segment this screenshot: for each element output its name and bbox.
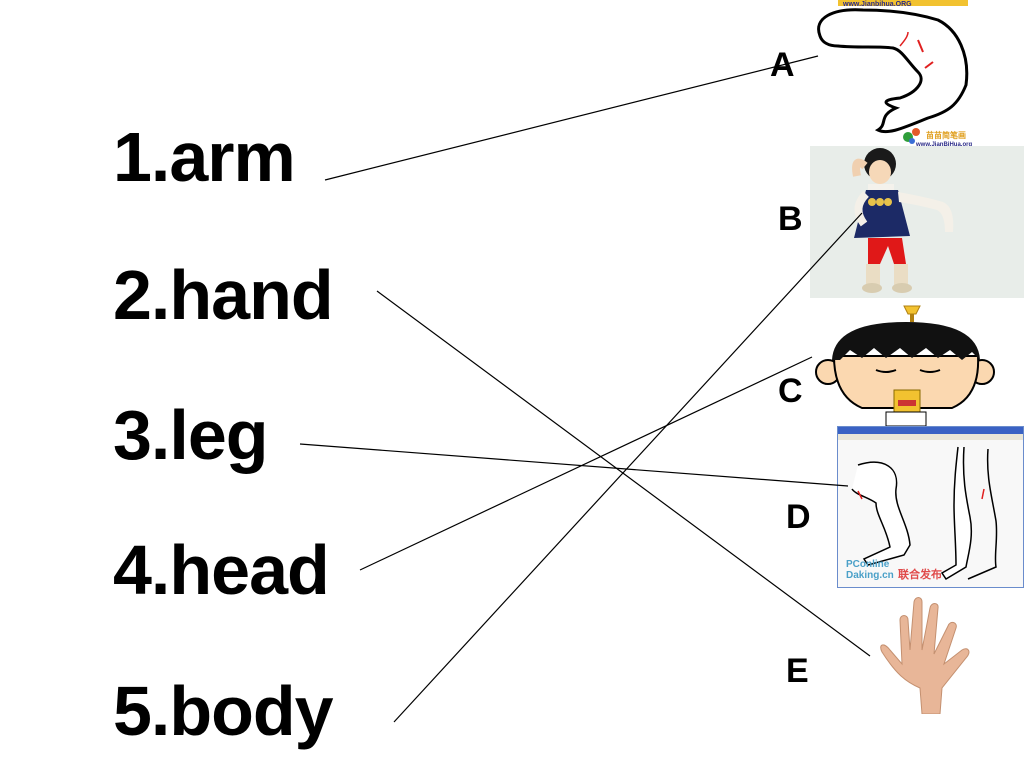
label-b: B	[778, 200, 803, 238]
label-e: E	[786, 652, 809, 690]
word-leg: 3.leg	[113, 396, 269, 474]
svg-text:Daking.cn: Daking.cn	[846, 570, 894, 581]
svg-text:苗苗简笔画: 苗苗简笔画	[926, 130, 966, 140]
label-c: C	[778, 372, 803, 410]
picture-c-cartoon-head	[812, 300, 1002, 426]
word-arm: 1.arm	[113, 118, 296, 196]
watermark-top: www.Jianbihua.ORG	[842, 1, 912, 8]
watermark-cn: 联合发布	[898, 567, 942, 581]
watermark-bottom: www.JianBiHua.org	[915, 142, 972, 148]
label-d: D	[786, 498, 811, 536]
match-line-hand-e	[376, 290, 871, 657]
word-hand: 2.hand	[113, 256, 334, 334]
match-line-leg-d	[299, 443, 849, 487]
word-head: 4.head	[113, 531, 330, 609]
label-a: A	[770, 46, 795, 84]
match-line-head-c	[359, 356, 813, 571]
word-body: 5.body	[113, 672, 334, 750]
picture-b-girl-photo	[810, 146, 1024, 298]
picture-a-arm-sketch: www.Jianbihua.ORG 苗苗简笔画 www.JianBiHua.or…	[808, 0, 978, 148]
picture-d-leg-sketch: PConline Daking.cn 联合发布	[837, 426, 1024, 588]
picture-e-hand-photo	[844, 592, 1008, 714]
match-line-arm-a	[324, 55, 819, 181]
svg-text:PConline: PConline	[846, 559, 890, 570]
match-line-body-b	[393, 212, 863, 723]
